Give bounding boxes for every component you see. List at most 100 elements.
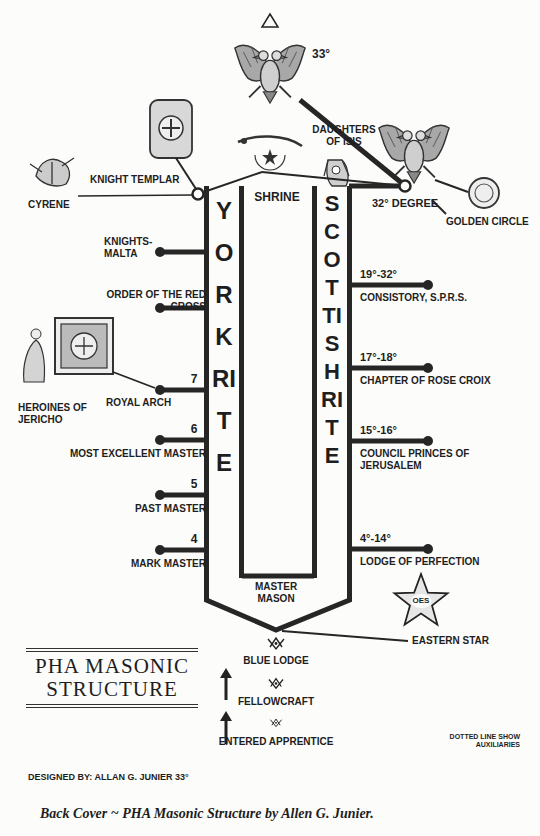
art-g (350, 285, 426, 549)
art-line (300, 100, 403, 184)
art-path (24, 340, 45, 382)
body-label: MASTER MASON (244, 581, 308, 604)
art-line (162, 438, 206, 443)
art-line (350, 366, 426, 371)
art-line (78, 195, 192, 196)
art-circle (475, 184, 493, 202)
art-circle (155, 435, 165, 445)
body-label: PAST MASTER (96, 503, 206, 515)
art-circle (423, 363, 433, 373)
degree-label: ENTERED APPRENTICE (206, 736, 346, 748)
art-circle (155, 490, 165, 500)
body-label: KNIGHT TEMPLAR (90, 174, 194, 186)
auxiliary-label: CYRENE (28, 199, 88, 211)
auxiliary-label: HEROINES OF JERICHO (18, 402, 102, 425)
art-path (162, 119, 180, 137)
eastern-star: OES (392, 572, 450, 630)
art-use (269, 679, 283, 689)
art-line (350, 547, 426, 552)
body-label: MARK MASTER (96, 558, 206, 570)
art-use (235, 45, 305, 103)
rite-pillar: YORK RITE (204, 186, 244, 578)
art-path (207, 576, 350, 630)
body-label: CHAPTER OF ROSE CROIX (360, 375, 520, 387)
body-label: COUNCIL PRINCES OF JERUSALEM (360, 448, 472, 471)
art-path (225, 676, 228, 700)
art-circle (423, 436, 433, 446)
art-rect (150, 100, 192, 158)
star-text: OES (411, 594, 432, 608)
art-line (262, 172, 405, 186)
degree-number: 4 (186, 533, 202, 547)
degree-number: 15°-16° (360, 424, 430, 437)
art-path (75, 337, 93, 355)
art-circle (423, 280, 433, 290)
art-use (271, 719, 282, 727)
art-line (435, 180, 468, 192)
art-line (162, 493, 206, 498)
art-path (220, 711, 232, 721)
art-circle (155, 303, 165, 313)
art-circle (31, 329, 41, 339)
auxiliary-label: DAUGHTERS OF ISIS (308, 124, 380, 147)
degree-label: BLUE LODGE (226, 655, 326, 667)
rite-pillar: SCOTTISH RITE (312, 186, 352, 578)
designer-credit: DESIGNED BY: ALLAN G. JUNIER 33° (28, 772, 328, 782)
art-line (350, 283, 426, 288)
degree-number: 17°-18° (360, 351, 430, 364)
degree-number: 7 (186, 373, 202, 387)
art-rect (55, 318, 113, 374)
star-shape (394, 574, 447, 625)
pillar-text: SCOTTISH RITE (321, 186, 343, 470)
body-label: SHRINE (248, 191, 306, 205)
art-rect (61, 324, 107, 368)
body-label: MOST EXCELLENT MASTER (14, 448, 206, 460)
art-circle (193, 189, 204, 200)
art-path (262, 14, 278, 27)
degree-number: 19°-32° (360, 268, 430, 281)
diagram-title: PHA MASONIC STRUCTURE (26, 648, 198, 708)
art-circle (159, 116, 183, 140)
art-use (268, 638, 284, 649)
pillar-text: YORK RITE (212, 186, 236, 484)
art-path (238, 136, 302, 146)
body-label: KNIGHTS-MALTA (104, 236, 156, 259)
art-circle (400, 181, 411, 192)
art-line (242, 574, 314, 579)
art-path (262, 149, 278, 165)
body-label: CONSISTORY, S.P.R.S. (360, 292, 500, 304)
art-circle (71, 333, 97, 359)
art-line (349, 184, 405, 189)
body-label: LODGE OF PERFECTION (360, 556, 520, 568)
art-circle (155, 385, 165, 395)
caption: Back Cover ~ PHA Masonic Structure by Al… (40, 806, 510, 822)
art-line (162, 388, 206, 393)
body-label: GOLDEN CIRCLE (446, 216, 536, 228)
art-path (30, 158, 74, 184)
degree-number: 33° (312, 48, 352, 62)
body-label: 32° DEGREE (372, 197, 452, 210)
art-circle (155, 545, 165, 555)
art-line (113, 372, 155, 388)
degree-number: 6 (186, 423, 202, 437)
art-path (324, 160, 349, 176)
art-path (220, 668, 232, 678)
body-label: ROYAL ARCH (106, 397, 192, 409)
art-line (350, 439, 426, 444)
degree-number: 5 (186, 478, 202, 492)
art-line (162, 548, 206, 553)
art-path (327, 160, 348, 186)
art-g (423, 280, 433, 554)
art-circle (332, 166, 340, 174)
art-path (36, 159, 69, 186)
note: DOTTED LINE SHOW AUXILIARIES (436, 733, 520, 749)
art-circle (155, 247, 165, 257)
art-circle (241, 138, 247, 144)
body-label: ORDER OF THE RED CROSS (70, 289, 206, 312)
degree-label: FELLOWCRAFT (226, 696, 326, 708)
art-line (162, 250, 206, 255)
auxiliary-label: EASTERN STAR (412, 635, 522, 647)
degree-number: 4°-14° (360, 532, 430, 545)
art-circle (423, 544, 433, 554)
